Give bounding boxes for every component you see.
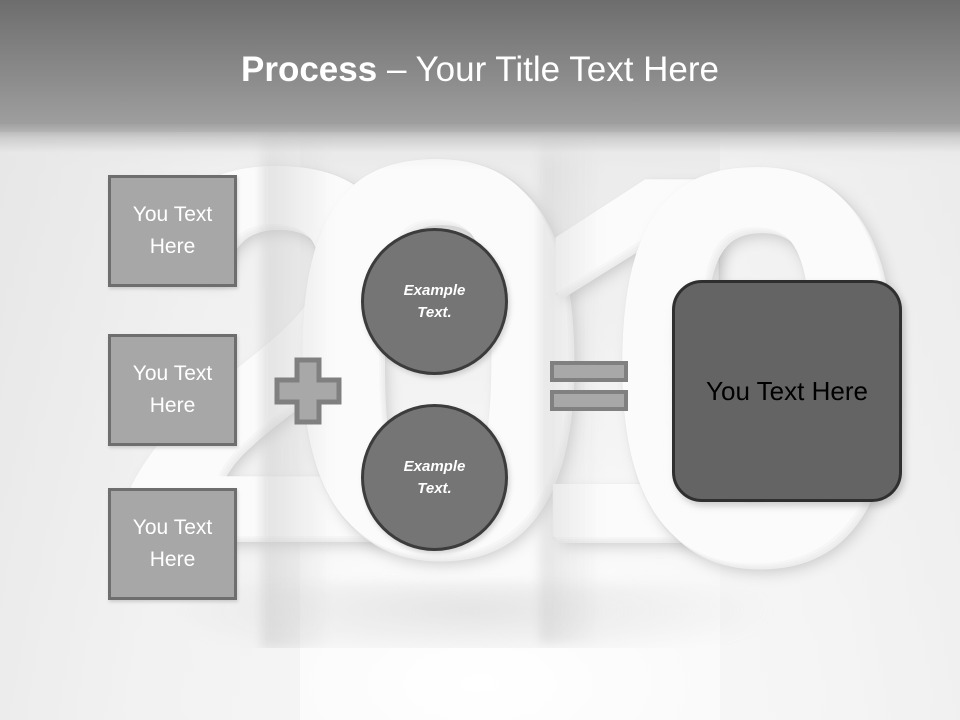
title-banner-fade xyxy=(0,124,960,170)
circle-1-line1: Example xyxy=(403,281,466,299)
equals-icon xyxy=(550,361,630,413)
input-box-3[interactable]: You Text Here xyxy=(108,488,237,600)
circle-1-line2: Text. xyxy=(417,303,452,321)
input-box-3-line1: You Text xyxy=(132,516,213,539)
page-title-bold: Process xyxy=(241,50,378,89)
circle-2-line2: Text. xyxy=(417,479,452,497)
circle-1[interactable]: Example Text. xyxy=(361,228,508,375)
input-box-1[interactable]: You Text Here xyxy=(108,175,237,287)
input-box-2-line2: Here xyxy=(149,394,196,417)
circle-2-line1: Example xyxy=(403,457,466,475)
circle-1-label: Example Text. xyxy=(404,280,466,324)
result-box-label: You Text Here xyxy=(706,376,868,406)
equals-bar-top xyxy=(550,361,628,382)
input-box-1-line1: You Text xyxy=(132,203,213,226)
input-box-2[interactable]: You Text Here xyxy=(108,334,237,446)
input-box-3-line2: Here xyxy=(149,548,196,571)
input-box-1-label: You Text Here xyxy=(133,199,212,263)
plus-icon xyxy=(274,357,342,425)
result-box[interactable]: You Text Here xyxy=(672,280,902,502)
input-box-2-label: You Text Here xyxy=(133,358,212,422)
page-title: Process – Your Title Text Here xyxy=(0,49,960,91)
input-box-3-label: You Text Here xyxy=(133,512,212,576)
circle-2[interactable]: Example Text. xyxy=(361,404,508,551)
page-title-rest: – Your Title Text Here xyxy=(377,50,719,89)
input-box-1-line2: Here xyxy=(149,235,196,258)
title-banner xyxy=(0,0,960,132)
input-box-2-line1: You Text xyxy=(132,362,213,385)
circle-2-label: Example Text. xyxy=(404,456,466,500)
equals-bar-bottom xyxy=(550,390,628,411)
